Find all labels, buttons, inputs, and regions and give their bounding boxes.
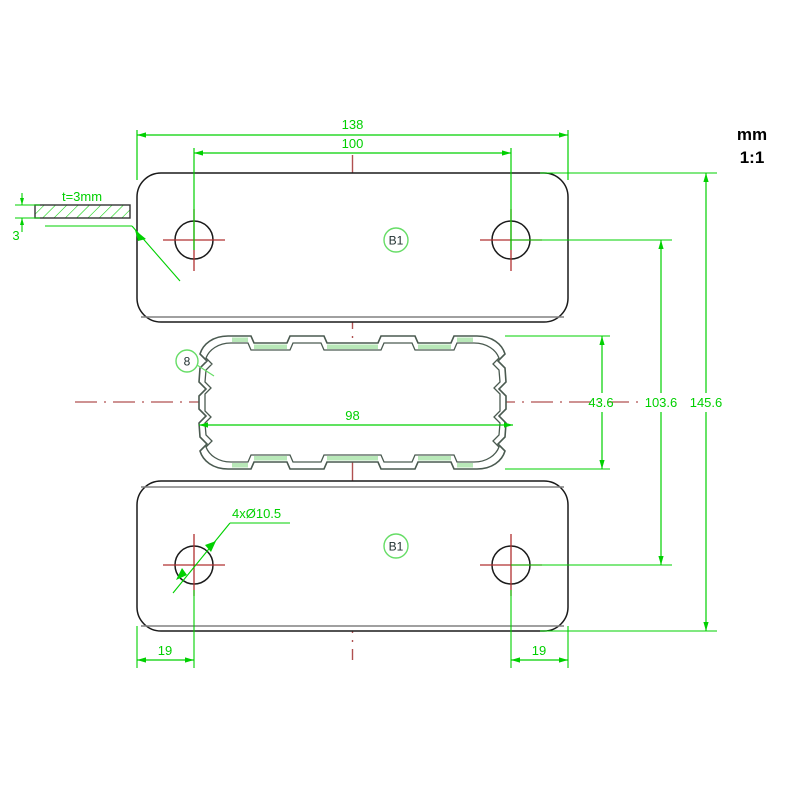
hole-callout: 4xØ10.5 — [172, 506, 290, 594]
dim-label-43-6: 43.6 — [588, 395, 613, 410]
thickness-section-bar — [34, 204, 131, 219]
balloon-leader — [196, 364, 215, 377]
balloon-circle — [383, 533, 409, 559]
title-block: mm 1:1 — [737, 125, 767, 167]
dim-label-145-6: 145.6 — [690, 395, 723, 410]
dim-label-3: 3 — [12, 228, 19, 243]
profile-wall-hatch — [232, 337, 473, 468]
profile-inner-contour — [204, 342, 501, 463]
units-label: mm — [737, 125, 767, 144]
callout-arrow-lower — [176, 568, 187, 580]
balloon-profile: 8 — [175, 349, 215, 377]
scale-label: 1:1 — [740, 148, 765, 167]
balloon-top-plate: B1 — [383, 227, 409, 253]
balloon-circle — [175, 349, 199, 373]
balloon-label: B1 — [389, 540, 404, 554]
balloon-circle — [383, 227, 409, 253]
balloon-bottom-plate: B1 — [383, 533, 409, 559]
dimension-edge-left: 19 — [136, 590, 195, 668]
top-plate-outline — [136, 172, 569, 323]
balloon-label: 8 — [184, 355, 191, 369]
balloon-label: B1 — [389, 234, 404, 248]
thickness-callout-label: t=3mm — [62, 189, 102, 204]
dim-label-19-left: 19 — [158, 643, 172, 658]
dimension-hole-spacing: 100 — [193, 136, 512, 250]
dimension-edge-right: 19 — [510, 590, 569, 668]
profile-section-view: 8 — [175, 335, 507, 470]
dim-label-103-6: 103.6 — [645, 395, 678, 410]
auxiliary-extension-lines — [505, 172, 717, 632]
thickness-leader-arrow — [135, 230, 146, 241]
dim-label-100: 100 — [342, 136, 364, 151]
thickness-detail: t=3mm 3 — [12, 189, 181, 282]
dimension-profile-width: 98 — [199, 408, 513, 428]
hole-callout-label: 4xØ10.5 — [232, 506, 281, 521]
callout-leader-diagonal — [172, 522, 231, 594]
bottom-plate-view: B1 — [136, 480, 569, 632]
dimension-overall-width: 138 — [136, 117, 569, 180]
dim-label-138: 138 — [342, 117, 364, 132]
callout-arrow-upper — [205, 541, 216, 552]
dim-label-98: 98 — [345, 408, 359, 423]
top-plate-view: B1 — [136, 172, 569, 323]
dim-label-19-right: 19 — [532, 643, 546, 658]
